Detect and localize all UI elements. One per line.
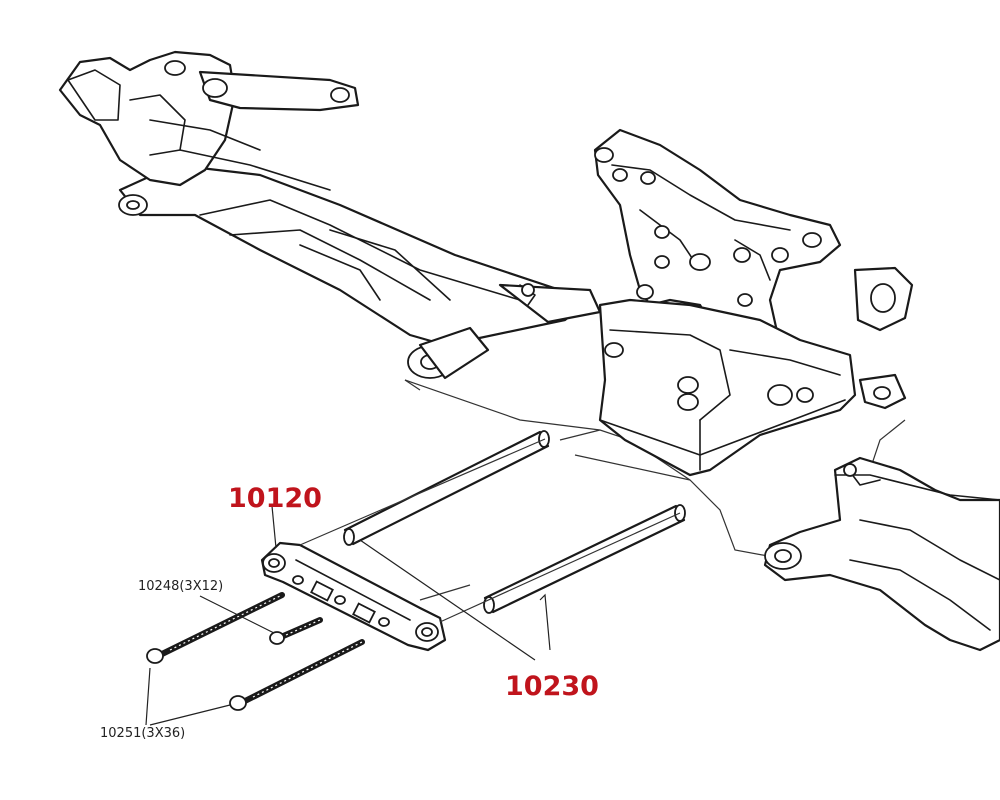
hinge-pin-lower	[483, 504, 686, 614]
long-screw-3x36-upper	[146, 592, 285, 664]
rear-right-suspension-arm	[763, 456, 1000, 652]
short-screw-3x12	[269, 617, 323, 645]
long-screw-3x36-lower	[229, 639, 365, 711]
leader-10248	[199, 595, 275, 634]
rear-shock-tower	[593, 128, 842, 367]
leader-10251	[145, 667, 231, 726]
rear-left-suspension-arm	[118, 163, 602, 380]
leader-10230	[359, 539, 551, 661]
rear-left-hub-carrier	[58, 50, 360, 191]
leader-10120	[271, 505, 277, 549]
label-hinge-pins: 10230	[505, 671, 599, 702]
label-hinge-pin-brace: 10120	[228, 483, 322, 514]
label-short-screw: 10248(3X12)	[138, 579, 223, 594]
rear-gearbox-case	[598, 266, 914, 477]
assembly-guide-lines	[299, 379, 691, 623]
hinge-pin-brace	[260, 541, 447, 652]
label-long-screws: 10251(3X36)	[100, 726, 185, 741]
hinge-pin-upper	[343, 430, 550, 546]
